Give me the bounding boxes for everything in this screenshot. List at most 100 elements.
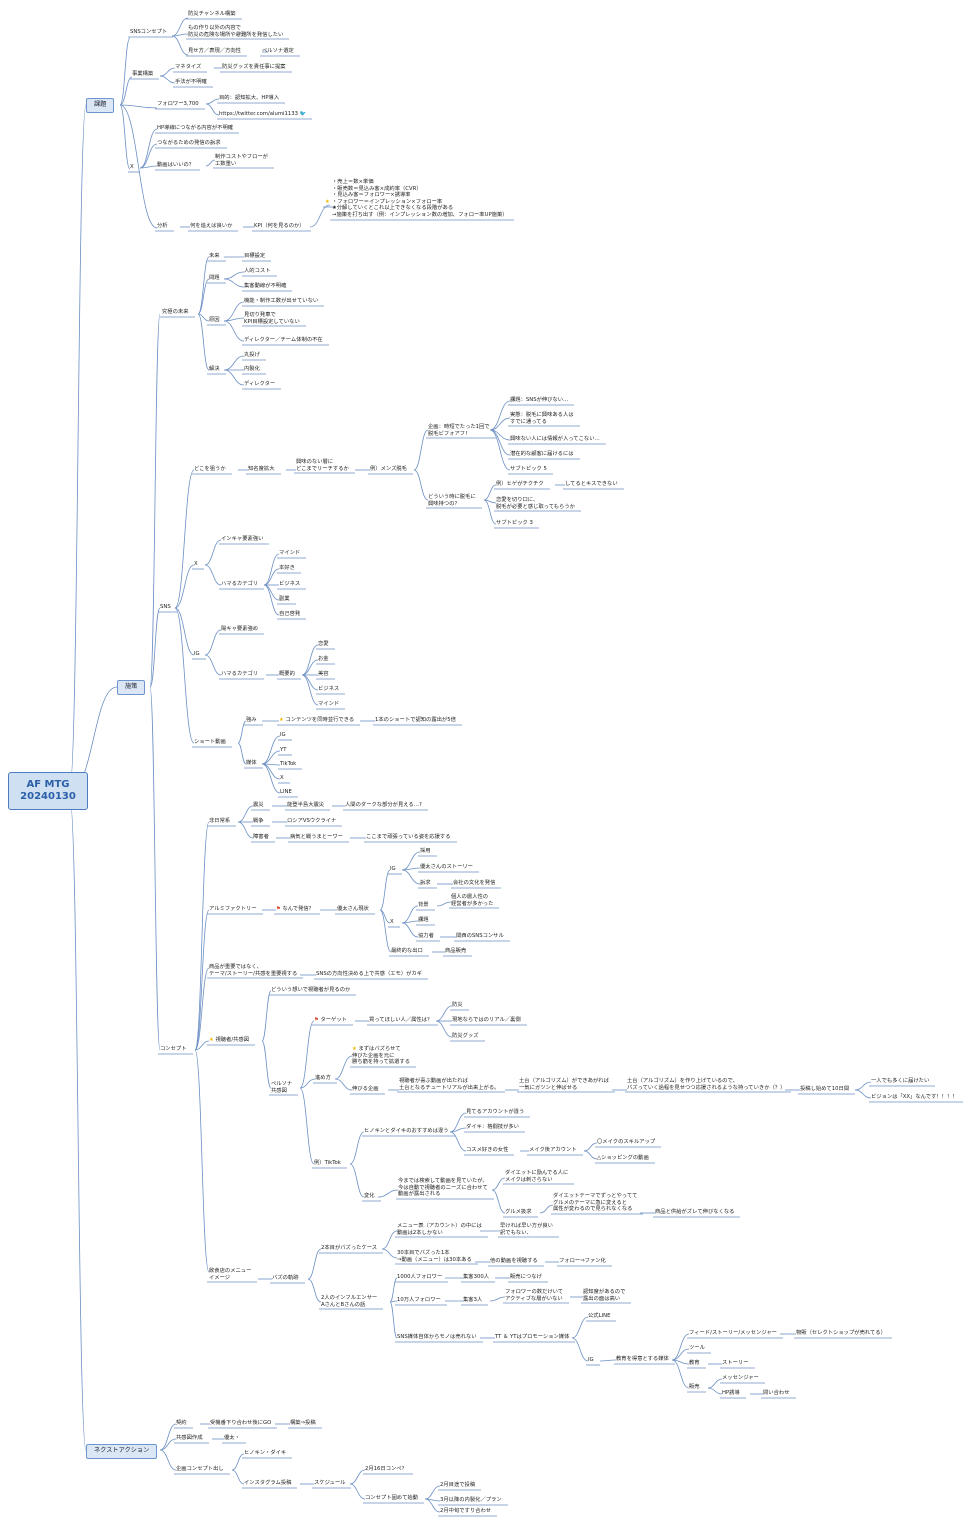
node-kyouiku-baitai[interactable]: 教育を得意とする媒体 [616, 1356, 669, 1362]
node-mokuteki[interactable]: 目的：認知拡大、HP導入 [219, 95, 280, 101]
node-mononotsukuri[interactable]: もの作り以外の内容で 防災の危険な場所や避難所を発信したい [188, 25, 284, 38]
node-nobiru[interactable]: 伸びる企画 [352, 1086, 379, 1092]
node-kouyiki-line[interactable]: 公式LINE [588, 1313, 611, 1319]
node-ig-baitai[interactable]: IG [588, 1357, 594, 1363]
node-inshoku[interactable]: 飲食店のメニュー イメージ [209, 1268, 252, 1281]
node-hamaru-ig[interactable]: ハマるカテゴリ [221, 671, 259, 677]
node-shouhin-ga[interactable]: 商品が重要ではなく、 テーマ/ストーリー/共感を重要視する [209, 964, 298, 977]
node-m-line[interactable]: LINE [280, 789, 292, 795]
node-niho[interactable]: 2本目がバズったケース [321, 1245, 378, 1251]
node-renai2[interactable]: 恋愛 [318, 641, 329, 647]
node-hibi[interactable]: 非日常系 [209, 818, 231, 824]
node-concept[interactable]: コンセプト [160, 1046, 187, 1052]
node-twitter-url[interactable]: https://twitter.com/alumi1133 🐦 [219, 111, 306, 118]
node-shichousha-ga[interactable]: 視聴者が喜ぶ動画が出たれば 土台となるチュートリアルが出来上がる。 [399, 1078, 500, 1091]
node-mazu[interactable]: ★ まずはバズらせて 伸びた企画を元に 勝ち筋を持って拡選する [352, 1046, 410, 1066]
section-next[interactable]: ネクストアクション [86, 1444, 158, 1459]
root-node[interactable]: AF MTG 20240130 [8, 772, 88, 810]
node-tool[interactable]: ツール [689, 1345, 705, 1351]
node-jinrui[interactable]: 人間のダークな部分が見える…? [345, 802, 422, 808]
node-saiyou[interactable]: 採用 [420, 848, 431, 854]
node-follow-fan[interactable]: フォロー⇒ファン化 [559, 1258, 606, 1264]
node-m-ig[interactable]: IG [280, 732, 286, 738]
node-kikaku-dashi[interactable]: 企画コンセプト出し [176, 1466, 224, 1472]
node-hanbai[interactable]: 販売につなげ [510, 1274, 542, 1280]
node-cosme[interactable]: コスメ好きの女性 [466, 1147, 509, 1153]
node-sns-concept[interactable]: SNSコンセプト [130, 29, 168, 35]
node-sns-houkou[interactable]: SNSの方向性決める上で共感（エモ）がカギ [316, 971, 423, 977]
node-yuuta-story[interactable]: 優太さんのストーリー [420, 864, 473, 870]
naze-label[interactable]: なんで発信？ [282, 906, 314, 912]
node-genchi[interactable]: 現地ならではのリアル／裏側 [452, 1017, 521, 1023]
node-russia[interactable]: ロシアVSウクライナ [287, 818, 337, 824]
node-director[interactable]: ディレクター [244, 381, 276, 387]
node-chimeido[interactable]: 知名度拡大 [248, 466, 275, 472]
node-keiyaku[interactable]: 契約 [176, 1420, 187, 1426]
node-inkya[interactable]: インキャ要素強い [221, 536, 264, 542]
node-bunseki[interactable]: 分析 [157, 223, 168, 229]
node-sen[interactable]: 1000人フォロワー [397, 1274, 443, 1280]
node-genin[interactable]: 原因 [209, 317, 220, 323]
node-byouki[interactable]: 病気と戦うまとーワー [290, 834, 343, 840]
node-dodai[interactable]: 土台（アルゴリズム）ができあがれば 一気にガツンと伸ばせる [519, 1078, 609, 1091]
node-kyuukyoku[interactable]: 究極の未来 [162, 309, 189, 315]
node-sns[interactable]: SNS [160, 604, 171, 610]
node-doko[interactable]: どこを狙うか [194, 466, 226, 472]
node-monetize[interactable]: マネタイズ [175, 64, 202, 70]
node-hoka-douga[interactable]: 他の動画を視聴する [490, 1258, 538, 1264]
node-baitai[interactable]: 媒体 [246, 760, 257, 766]
node-bukken[interactable]: 物販（セレクトショップが売れてる） [796, 1330, 886, 1336]
node-sanjuu[interactable]: 30本目でバズった1本 ⇒動画（メニュー）は30本ある [397, 1250, 472, 1263]
node-toiawase[interactable]: 問い合わせ [763, 1390, 790, 1396]
node-bousai-goods2[interactable]: 防災グッズ [452, 1033, 479, 1039]
node-shougai[interactable]: 障害者 [253, 834, 269, 840]
node-x-sns[interactable]: X [194, 561, 198, 567]
node-kiss[interactable]: してるとキスできない [565, 481, 618, 487]
node-vision[interactable]: ビジョンは「XX」なんです！！！！ [871, 1094, 958, 1100]
node-saishuu[interactable]: 最終的な出口 [391, 948, 423, 954]
node-jiko[interactable]: 自己啓発 [279, 611, 301, 617]
node-biyou[interactable]: 美容 [318, 671, 329, 677]
node-mirai[interactable]: 未来 [209, 253, 220, 259]
node-mind[interactable]: マインド [279, 550, 301, 556]
node-ig-sns[interactable]: IG [194, 651, 200, 657]
node-shuukyaku3[interactable]: 集客3人 [463, 1297, 483, 1303]
node-seisaku-cost[interactable]: 制作コストやフローが 工数重い [215, 154, 268, 167]
node-insta[interactable]: インスタグラム投稿 [244, 1480, 292, 1486]
node-director-team[interactable]: ディレクター／チーム体制の不在 [244, 337, 323, 343]
node-gourmet[interactable]: グルメ扱求 [505, 1209, 532, 1215]
node-jutaku[interactable]: 受機番下り合わせ後にGO [210, 1420, 272, 1426]
node-schedule[interactable]: スケジュール [314, 1480, 346, 1486]
node-marunage[interactable]: 丸投げ [244, 352, 260, 358]
node-dodai2[interactable]: 土台（アルゴリズム）を作り上げているので、 バズっていく過程を見せつつ応援される… [627, 1078, 786, 1091]
node-shimekiri[interactable]: 見切り発車で KPI目標設定していない [244, 312, 300, 325]
node-mind2[interactable]: マインド [318, 701, 340, 707]
node-okane[interactable]: お金 [318, 656, 329, 662]
node-futari[interactable]: 2人のインフルエンサー AさんとBさんの話 [321, 1295, 378, 1308]
node-business2[interactable]: ビジネス [318, 686, 340, 692]
node-feb-mid[interactable]: 2月中旬ですり合わせ [440, 1508, 492, 1514]
node-hp-yuudou[interactable]: HP誘導 [722, 1390, 740, 1396]
node-m-yt[interactable]: YT [280, 747, 287, 753]
node-subtopic5[interactable]: サブトピック 5 [510, 466, 547, 472]
node-kpi[interactable]: KPI（何を見るのか） [254, 223, 305, 229]
node-messenger[interactable]: メッセンジャー [722, 1375, 759, 1381]
node-hamaru-x[interactable]: ハマるカテゴリ [221, 581, 259, 587]
node-gaiyou[interactable]: 概要的 [279, 671, 295, 677]
node-bousai-channel[interactable]: 防災チャンネル構築 [188, 11, 236, 17]
node-kyoukan-sakusei[interactable]: 共感図作成 [176, 1435, 203, 1441]
node-kansai[interactable]: 関西のSNSコンサル [456, 933, 504, 939]
node-march[interactable]: 3月以降の内製化／プラン [440, 1497, 502, 1503]
node-tsuyomi[interactable]: 強み [246, 717, 257, 723]
node-shouhin[interactable]: 商品販売 [445, 948, 467, 954]
section-kadai[interactable]: 課題 [86, 98, 115, 113]
node-sensou[interactable]: 戦争 [253, 818, 264, 824]
node-ig-alumi[interactable]: IG [390, 866, 396, 872]
node-mieru[interactable]: 見てるアカウントが違う [466, 1109, 525, 1115]
node-naze[interactable]: ⚑ なんで発信？ [276, 906, 314, 913]
node-buzz[interactable]: バズの軌跡 [272, 1275, 299, 1281]
node-ippon[interactable]: 1本のショートで認知の露出が5倍 [375, 717, 456, 723]
target-label[interactable]: ターゲット [320, 1017, 347, 1023]
node-diet-kyoumi[interactable]: ダイエットに励んでる人に メイクは刺さらない [505, 1170, 569, 1183]
node-jigyou[interactable]: 事業構築 [132, 71, 154, 77]
